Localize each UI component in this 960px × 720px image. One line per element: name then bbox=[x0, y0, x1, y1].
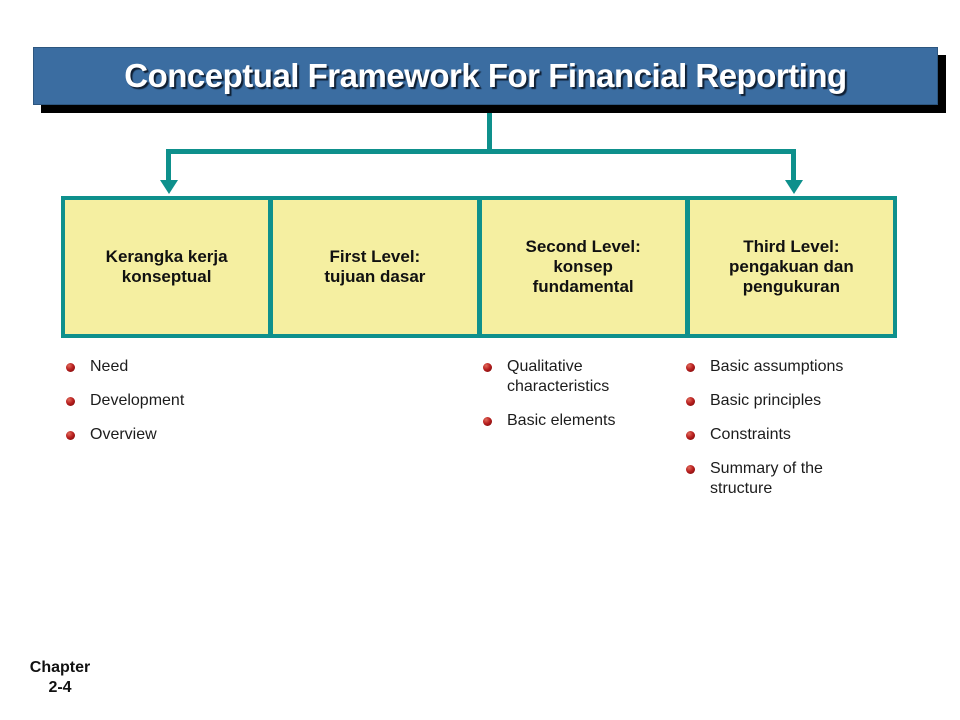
box-first-level: First Level: tujuan dasar bbox=[268, 200, 477, 334]
page-title: Conceptual Framework For Financial Repor… bbox=[124, 57, 847, 94]
bullet-list-second-level: Qualitative characteristics Basic elemen… bbox=[483, 357, 683, 445]
box-kerangka-kerja: Kerangka kerja konseptual bbox=[65, 200, 269, 334]
connector-left-drop-line bbox=[166, 149, 171, 182]
list-item: Summary of the structure bbox=[686, 459, 896, 499]
list-item-label: Need bbox=[90, 358, 129, 375]
bullet-list-third-level: Basic assumptions Basic principles Const… bbox=[686, 357, 896, 513]
list-item-label: Basic elements bbox=[507, 412, 616, 429]
list-item: Development bbox=[66, 391, 326, 411]
connector-branch-line bbox=[166, 149, 796, 154]
arrow-down-right-icon bbox=[785, 180, 803, 194]
list-item: Overview bbox=[66, 425, 326, 445]
box-label: Third Level: pengakuan dan pengukuran bbox=[729, 237, 854, 296]
list-item: Basic assumptions bbox=[686, 357, 896, 377]
arrow-down-left-icon bbox=[160, 180, 178, 194]
list-item: Qualitative characteristics bbox=[483, 357, 683, 397]
list-item: Need bbox=[66, 357, 326, 377]
bullet-icon bbox=[686, 397, 695, 406]
box-label: Kerangka kerja konseptual bbox=[105, 247, 228, 286]
box-third-level: Third Level: pengakuan dan pengukuran bbox=[684, 200, 893, 334]
bullet-list-conceptual-framework: Need Development Overview bbox=[66, 357, 326, 459]
list-item-label: Qualitative characteristics bbox=[507, 358, 610, 395]
bullet-icon bbox=[66, 431, 75, 440]
connector-stem-line bbox=[487, 113, 492, 153]
list-item-label: Basic principles bbox=[710, 392, 822, 409]
bullet-icon bbox=[483, 417, 492, 426]
list-item: Basic elements bbox=[483, 411, 683, 431]
list-item-label: Constraints bbox=[710, 426, 791, 443]
bullet-icon bbox=[483, 363, 492, 372]
title-banner: Conceptual Framework For Financial Repor… bbox=[33, 47, 938, 105]
list-item-label: Development bbox=[90, 392, 185, 409]
box-label: First Level: tujuan dasar bbox=[324, 247, 426, 286]
bullet-icon bbox=[686, 431, 695, 440]
list-item-label: Basic assumptions bbox=[710, 358, 844, 375]
list-item-label: Overview bbox=[90, 426, 157, 443]
list-item-label: Summary of the structure bbox=[710, 460, 823, 497]
connector-right-drop-line bbox=[791, 149, 796, 182]
level-boxes-row: Kerangka kerja konseptual First Level: t… bbox=[61, 196, 897, 338]
list-item: Basic principles bbox=[686, 391, 896, 411]
bullet-icon bbox=[66, 363, 75, 372]
bullet-icon bbox=[686, 363, 695, 372]
bullet-icon bbox=[686, 465, 695, 474]
box-label: Second Level: konsep fundamental bbox=[525, 237, 641, 296]
list-item: Constraints bbox=[686, 425, 896, 445]
chapter-number-label: Chapter 2-4 bbox=[29, 659, 91, 696]
bullet-icon bbox=[66, 397, 75, 406]
box-second-level: Second Level: konsep fundamental bbox=[476, 200, 685, 334]
